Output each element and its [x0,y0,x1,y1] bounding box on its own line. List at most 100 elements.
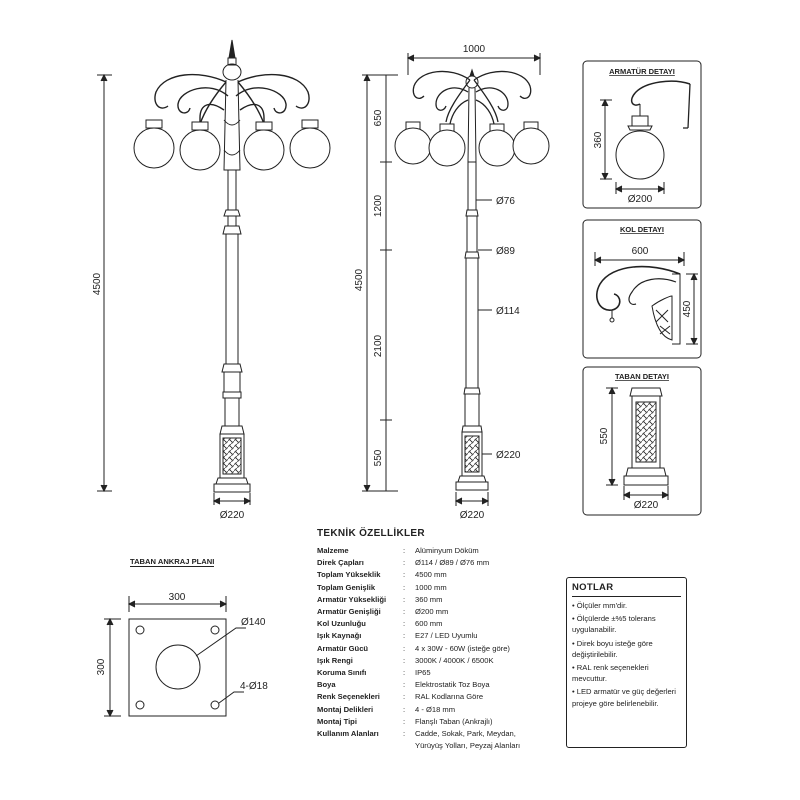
spec-row: Malzeme:Alüminyum Döküm [317,545,557,557]
spec-key: Armatür Yüksekliği [317,594,387,604]
spec-value: 3000K / 4000K / 6500K [415,655,494,665]
spec-key: Malzeme [317,546,349,555]
spec-value: Cadde, Sokak, Park, Meydan, [415,729,516,739]
spec-value: Yürüyüş Yolları, Peyzaj Alanları [415,741,521,751]
spec-row: Armatür Gücü:4 x 30W - 60W (isteğe göre) [317,643,557,655]
notes-list: • Ölçüler mm'dir. • Ölçülerde ±%5 toleran… [572,600,681,709]
spec-key: Işık Kaynağı [317,631,362,641]
base-height-label: 550 [599,427,610,444]
front-base-dimension [212,493,252,505]
anchor-center-hole-label: Ø140 [241,617,266,628]
side-width-dimension [406,53,542,75]
spec-key: Kullanım Alanları [317,729,379,739]
side-d89-label: Ø89 [496,246,515,257]
spec-value: Elektrostatik Toz Boya [415,680,490,690]
side-width-label: 1000 [463,44,486,55]
spec-key: Işık Rengi [317,655,353,665]
front-height-dimension [97,73,112,493]
spec-colon: : [403,692,406,702]
spec-row: Boya:Elektrostatik Toz Boya [317,679,557,691]
note-item: • Ölçülerde ±%5 tolerans uygulanabilir. [572,614,656,635]
side-seg3-label: 2100 [373,334,384,357]
side-seg4-label: 550 [373,449,384,466]
spec-colon [403,740,415,752]
base-detail-box [582,366,702,516]
spec-row: Işık Kaynağı:E27 / LED Uyumlu [317,630,557,642]
spec-colon: : [403,558,406,568]
spec-colon: : [403,729,406,739]
side-height-dimensions [362,73,398,493]
spec-colon: : [403,607,406,617]
note-item: • LED armatür ve güç değerleri projeye g… [572,687,676,708]
spec-row: Direk Çapları:Ø114 / Ø89 / Ø76 mm [317,557,557,569]
spec-colon: : [403,668,406,678]
specs-table: TEKNİK ÖZELLİKLER Malzeme:Alüminyum Dökü… [317,528,557,752]
spec-colon: : [403,619,406,629]
spec-key: Armatür Gücü [317,643,369,653]
base-detail-title: TABAN DETAYI [615,372,669,381]
front-pole [213,169,251,493]
anchor-width-label: 300 [169,592,186,603]
notes-title: NOTLAR [572,582,681,597]
spec-key: Armatür Genişliği [317,607,381,617]
note-item: • Ölçüler mm'dir. [572,601,628,610]
spec-colon: : [403,704,406,714]
side-pole [455,87,489,491]
side-d220-label: Ø220 [496,450,521,461]
front-arms [154,73,310,125]
spec-value: 600 mm [415,619,443,629]
arm-detail-title: KOL DETAYI [620,225,664,234]
spec-row: Işık Rengi:3000K / 4000K / 6500K [317,655,557,667]
spec-key: Montaj Delikleri [317,704,374,714]
spec-key [317,740,403,752]
notes-box: NOTLAR • Ölçüler mm'dir. • Ölçülerde ±%5 … [566,577,687,748]
anchor-height-label: 300 [96,658,107,675]
armature-height-label: 360 [593,131,604,148]
armature-detail-title: ARMATÜR DETAYI [609,67,675,76]
spec-key: Renk Seçenekleri [317,692,380,702]
spec-colon: : [403,643,406,653]
front-view [97,39,331,505]
spec-row: Toplam Yükseklik:4500 mm [317,569,557,581]
spec-row: Kullanım Alanları: Cadde, Sokak, Park, Me… [317,728,557,740]
anchor-plan-title: TABAN ANKRAJ PLANI [130,557,215,567]
side-globes [394,121,550,167]
spec-colon: : [403,582,406,592]
spec-value: RAL Kodlarına Göre [415,692,484,702]
note-item: • Direk boyu isteğe göre değiştirilebili… [572,638,653,659]
spec-colon: : [403,680,406,690]
spec-row: Koruma Sınıfı:IP65 [317,667,557,679]
side-seg2-label: 1200 [373,194,384,217]
spec-row: Montaj Tipi:Flanşlı Taban (Ankrajlı) [317,716,557,728]
spec-key: Direk Çapları [317,558,364,568]
spec-value: 4 - Ø18 mm [415,704,456,714]
spec-value: 360 mm [415,594,443,604]
side-arms [412,70,532,125]
spec-key: Toplam Genişlik [317,582,376,592]
finial [228,39,236,59]
side-d114-label: Ø114 [496,306,520,317]
spec-value: 1000 mm [415,582,447,592]
spec-key: Koruma Sınıfı [317,668,367,678]
arm-detail-box [582,219,702,359]
side-base-dia-label: Ø220 [460,510,485,521]
spec-key: Toplam Yükseklik [317,570,381,580]
front-globes [133,119,331,171]
arm-length-label: 600 [632,246,649,257]
spec-key: Montaj Tipi [317,716,357,726]
specs-title: TEKNİK ÖZELLİKLER [317,528,425,539]
spec-value: 4500 mm [415,570,447,580]
spec-row: Renk Seçenekleri: RAL Kodlarına Göre [317,691,557,703]
anchor-bolt-holes-label: 4-Ø18 [240,681,268,692]
armature-dia-label: Ø200 [628,194,653,205]
spec-value: Alüminyum Döküm [415,546,479,555]
spec-row: Armatür Yüksekliği:360 mm [317,594,557,606]
base-dia-label: Ø220 [634,500,659,511]
arm-height-label: 450 [682,300,693,317]
note-item: • RAL renk seçenekleri mevcuttur. [572,663,649,684]
side-view [362,53,550,506]
spec-value: Ø200 mm [415,607,449,617]
side-d76-label: Ø76 [496,196,515,207]
